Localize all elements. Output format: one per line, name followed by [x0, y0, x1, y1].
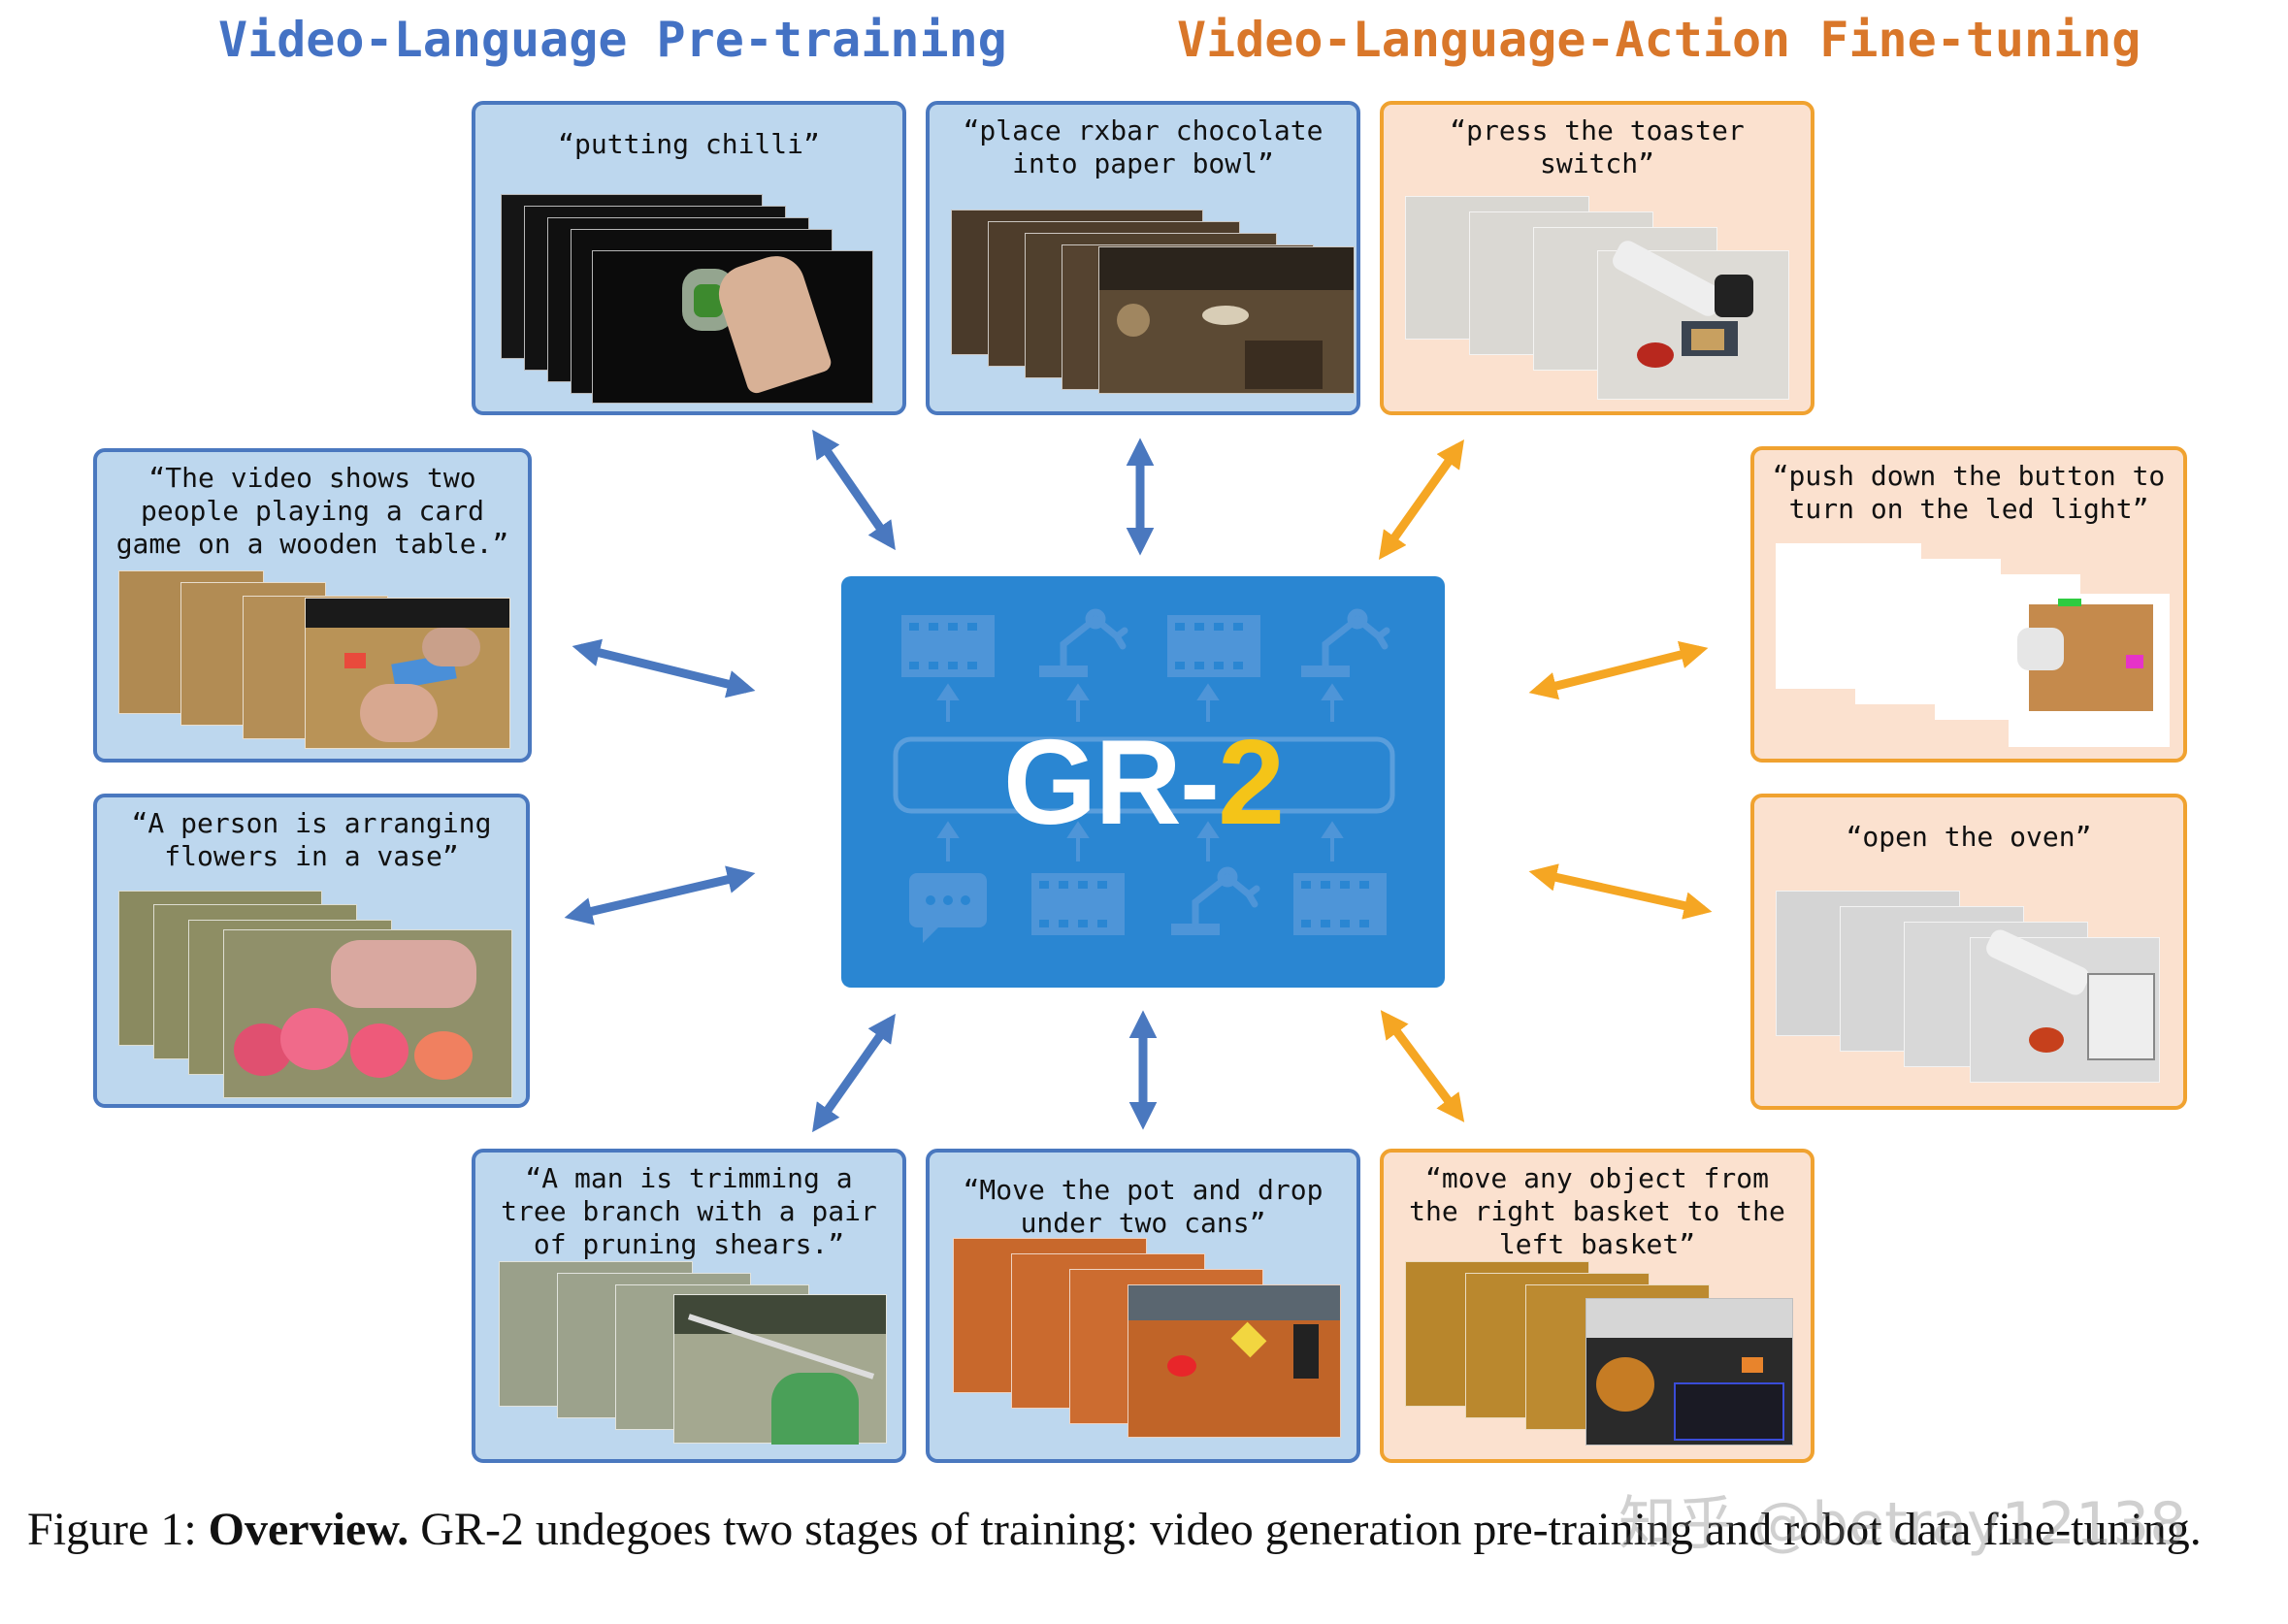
caption-text: “A person is arranging flowers in a vase…	[131, 807, 492, 872]
up-arrow-icon	[1066, 683, 1090, 722]
up-arrow-icon	[1321, 821, 1344, 861]
caption-text: “move any object from the right basket t…	[1409, 1162, 1785, 1260]
film-icon	[901, 615, 995, 677]
transformer-bar	[893, 736, 1395, 814]
arrow-toaster	[1379, 438, 1464, 561]
panel-open-oven: “open the oven”	[1750, 794, 2187, 1110]
panel-trimming-branch: “A man is trimming a tree branch with a …	[472, 1149, 906, 1463]
arrow-cards	[572, 638, 756, 698]
robot-arm-icon	[1301, 608, 1390, 677]
panel-arranging-flowers: “A person is arranging flowers in a vase…	[93, 794, 530, 1108]
video-frames	[1384, 105, 1811, 411]
up-arrow-icon	[1066, 821, 1090, 861]
panel-putting-chilli: “putting chilli”	[472, 101, 906, 415]
video-frames	[930, 105, 1356, 411]
caption-text: “putting chilli”	[558, 128, 820, 160]
up-arrow-icon	[1196, 683, 1220, 722]
figure-caption: Figure 1: Overview. GR-2 undegoes two st…	[27, 1502, 2269, 1558]
gr2-title-accent: 2	[1218, 716, 1285, 850]
gr2-title-main: GR-	[1002, 716, 1220, 850]
up-arrow-icon	[936, 683, 960, 722]
arrow-flowers	[564, 865, 756, 926]
panel-press-toaster: “press the toaster switch”	[1380, 101, 1814, 415]
up-arrow-icon	[936, 821, 960, 861]
arrow-shears	[812, 1013, 896, 1133]
figure-label: Figure 1:	[27, 1504, 209, 1555]
video-frames	[930, 1153, 1356, 1459]
panel-move-object-basket: “move any object from the right basket t…	[1380, 1149, 1814, 1463]
robot-arm-icon	[1039, 608, 1128, 677]
video-frames	[97, 452, 528, 759]
panel-move-pot: “Move the pot and drop under two cans”	[926, 1149, 1360, 1463]
figure-caption-text: GR-2 undegoes two stages of training: vi…	[409, 1504, 2202, 1555]
video-frames	[1754, 450, 2183, 759]
pretraining-header: Video-Language Pre-training	[218, 12, 1007, 68]
chat-bubble-icon	[909, 873, 987, 943]
gr2-title: GR-2	[841, 720, 1445, 846]
finetuning-header: Video-Language-Action Fine-tuning	[1177, 12, 2141, 68]
panel-card-game: “The video shows two people playing a ca…	[93, 448, 532, 763]
arrow-led	[1528, 640, 1709, 700]
video-frames	[475, 1153, 902, 1459]
video-frames	[1384, 1153, 1811, 1459]
arrow-basket	[1380, 1010, 1465, 1122]
up-arrow-icon	[1321, 683, 1344, 722]
film-icon	[1031, 873, 1125, 935]
caption-text: “The video shows two people playing a ca…	[115, 462, 509, 560]
caption-text: “open the oven”	[1846, 821, 2092, 853]
caption-text: “A man is trimming a tree branch with a …	[501, 1162, 877, 1260]
caption-text: “press the toaster switch”	[1450, 114, 1745, 179]
panel-push-button-led: “push down the button to turn on the led…	[1750, 446, 2187, 763]
film-icon	[1167, 615, 1260, 677]
film-icon	[1293, 873, 1387, 935]
caption-text: “Move the pot and drop under two cans”	[963, 1174, 1324, 1239]
caption-text: “place rxbar chocolate into paper bowl”	[963, 114, 1324, 179]
panel-place-rxbar: “place rxbar chocolate into paper bowl”	[926, 101, 1360, 415]
up-arrow-icon	[1196, 821, 1220, 861]
watermark: 知乎 @betray12138	[1618, 1490, 2187, 1558]
video-frames	[1754, 797, 2183, 1106]
arrow-chilli	[812, 429, 896, 551]
figure-caption-bold: Overview.	[208, 1504, 409, 1555]
arrow-oven	[1528, 863, 1713, 920]
robot-arm-icon	[1171, 866, 1260, 935]
gr2-model-box: GR-2	[841, 576, 1445, 988]
caption-text: “push down the button to turn on the led…	[1772, 460, 2166, 525]
video-frames	[475, 105, 902, 411]
video-frames	[97, 797, 526, 1104]
model-architecture-icons	[893, 608, 1395, 943]
